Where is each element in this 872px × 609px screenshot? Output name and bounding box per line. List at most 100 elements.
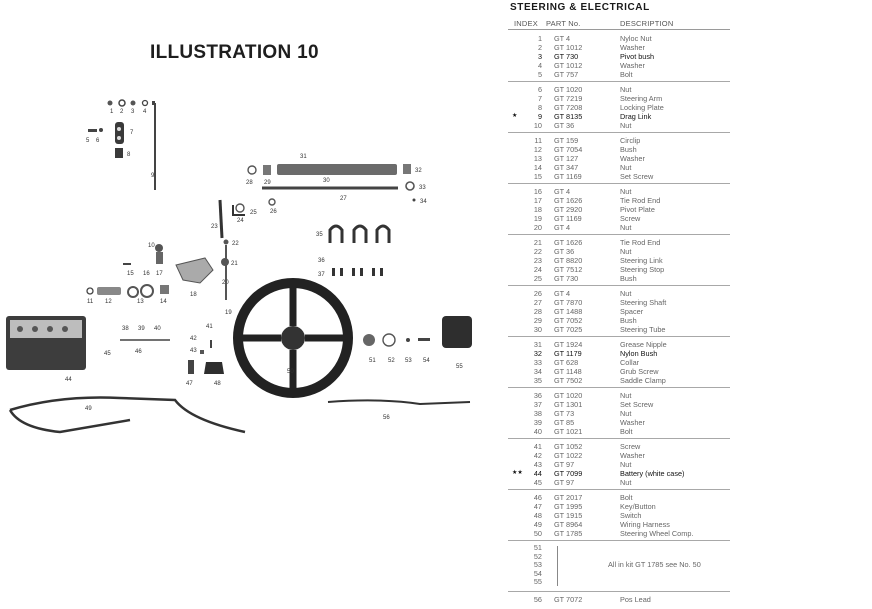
row-index: 34: [533, 367, 542, 376]
label-18: 18: [190, 292, 197, 298]
kit-brace: [557, 546, 558, 586]
row-index: 39: [533, 418, 542, 427]
row-index: 47: [533, 502, 542, 511]
row-index: 33: [533, 358, 542, 367]
label-45: 45: [104, 351, 111, 357]
row-part-no: GT 1021: [554, 427, 583, 436]
label-38: 38: [122, 326, 129, 332]
label-2: 2: [120, 109, 124, 115]
row-index: 6: [537, 85, 542, 94]
row-part-no: GT 2017: [554, 493, 583, 502]
row-description: Nut: [620, 121, 632, 130]
row-description: Steering Link: [620, 256, 663, 265]
label-48: 48: [214, 381, 221, 387]
row-index: 8: [537, 103, 542, 112]
row-part-no: GT 7208: [554, 103, 583, 112]
row-description: Saddle Clamp: [620, 376, 666, 385]
row-index: 20: [533, 223, 542, 232]
section-title: STEERING & ELECTRICAL: [510, 2, 650, 13]
row-index: 11: [534, 136, 542, 145]
header-index: INDEX: [514, 19, 538, 28]
row-index: 7: [537, 94, 542, 103]
label-43: 43: [190, 348, 197, 354]
row-part-no: GT 1924: [554, 340, 583, 349]
header-part-no: PART No.: [546, 19, 581, 28]
label-9: 9: [151, 173, 155, 179]
label-12: 12: [105, 299, 112, 305]
row-index: 45: [533, 478, 542, 487]
row-description: Bush: [620, 145, 637, 154]
label-33: 33: [419, 185, 426, 191]
row-description: Nut: [620, 478, 632, 487]
row-part-no: GT 127: [554, 154, 579, 163]
row-index: 1: [537, 34, 542, 43]
row-part-no: GT 757: [554, 70, 579, 79]
row-part-no: GT 1915: [554, 511, 583, 520]
row-index: 23: [533, 256, 542, 265]
label-14: 14: [160, 299, 167, 305]
row-part-no: GT 1626: [554, 196, 583, 205]
row-description: Nylon Bush: [620, 349, 658, 358]
row-index: 3: [537, 52, 542, 61]
label-42: 42: [190, 336, 197, 342]
row-part-no: GT 4: [554, 34, 571, 43]
row-part-no: GT 36: [554, 121, 575, 130]
row-part-no: GT 7025: [554, 325, 583, 334]
row-description: Pivot Plate: [620, 205, 655, 214]
row-part-no: GT 1012: [554, 43, 583, 52]
row-index: 35: [533, 376, 542, 385]
row-index: 24: [533, 265, 542, 274]
row-index: 21: [533, 238, 542, 247]
label-3: 3: [131, 109, 135, 115]
label-16: 16: [143, 271, 150, 277]
pivot-parts-group: [107, 99, 156, 190]
row-part-no: GT 7219: [554, 94, 583, 103]
kit-index: 54: [533, 568, 542, 578]
row-index: 46: [533, 493, 542, 502]
row-description: Grease Nipple: [620, 340, 667, 349]
saddle-clamps: [328, 224, 391, 243]
row-part-no: GT 1626: [554, 238, 583, 247]
row-index: 30: [533, 325, 542, 334]
label-49: 49: [85, 406, 92, 412]
row-index: 10: [533, 121, 542, 130]
row-description: Pivot bush: [620, 52, 655, 61]
row-description: Steering Arm: [620, 94, 663, 103]
row-index: 15: [533, 172, 542, 181]
label-34: 34: [420, 199, 427, 205]
row-mark: ★: [512, 113, 518, 119]
label-19: 19: [225, 310, 232, 316]
row-index: 49: [533, 520, 542, 529]
row-part-no: GT 36: [554, 247, 575, 256]
label-30: 30: [323, 178, 330, 184]
row-part-no: GT 7072: [554, 595, 583, 604]
row-description: Wiring Harness: [620, 520, 670, 529]
row-index: 50: [533, 529, 542, 538]
table-row: 7 GT 7219 Steering Arm: [508, 94, 730, 103]
label-35: 35: [316, 232, 323, 238]
row-description: Nut: [620, 460, 632, 469]
row-part-no: GT 1052: [554, 442, 583, 451]
row-description: Switch: [620, 511, 642, 520]
